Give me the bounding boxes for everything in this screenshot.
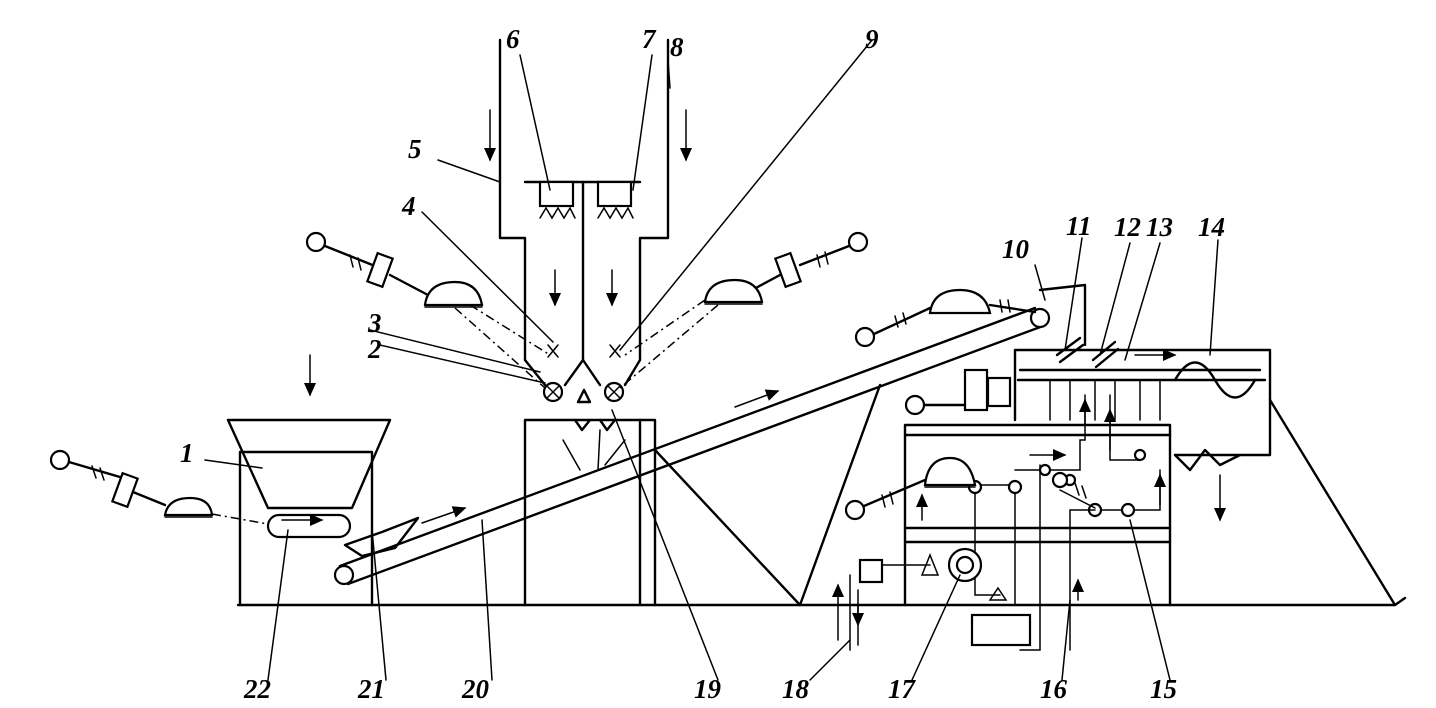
conveyor-drive bbox=[854, 288, 1037, 348]
discharge-chute bbox=[343, 516, 420, 558]
label-16: 16 bbox=[1040, 674, 1068, 704]
label-3: 3 bbox=[367, 308, 382, 338]
callout-labels: 1 2 3 4 5 6 7 8 9 10 11 12 13 14 15 16 1… bbox=[180, 24, 1225, 704]
right-nozzle-drive bbox=[619, 231, 869, 389]
label-8: 8 bbox=[670, 32, 684, 62]
label-20: 20 bbox=[461, 674, 490, 704]
hopper-feeder bbox=[266, 513, 352, 539]
label-10: 10 bbox=[1002, 234, 1030, 264]
feed-hopper bbox=[226, 354, 392, 607]
label-18: 18 bbox=[782, 674, 810, 704]
label-22: 22 bbox=[243, 674, 271, 704]
belt-support bbox=[798, 383, 882, 607]
label-9: 9 bbox=[865, 24, 879, 54]
pump-unit bbox=[844, 456, 977, 521]
label-19: 19 bbox=[694, 674, 722, 704]
twin-tower bbox=[484, 38, 692, 387]
mixer-stand bbox=[523, 418, 802, 607]
water-piping bbox=[916, 394, 1166, 651]
label-14: 14 bbox=[1198, 212, 1225, 242]
label-12: 12 bbox=[1114, 212, 1141, 242]
left-nozzle-drive bbox=[305, 231, 551, 389]
label-11: 11 bbox=[1066, 211, 1092, 241]
leader-lines bbox=[204, 39, 1219, 681]
inlet-valves bbox=[1055, 336, 1120, 369]
label-1: 1 bbox=[180, 438, 194, 468]
label-21: 21 bbox=[357, 674, 385, 704]
spray-nozzles bbox=[542, 344, 625, 404]
label-13: 13 bbox=[1146, 212, 1173, 242]
label-5: 5 bbox=[408, 134, 422, 164]
label-7: 7 bbox=[642, 24, 657, 54]
label-4: 4 bbox=[401, 191, 416, 221]
label-17: 17 bbox=[888, 674, 917, 704]
feeder-drive bbox=[49, 449, 269, 525]
pug-mill bbox=[1013, 283, 1397, 607]
inclined-conveyor bbox=[333, 306, 1051, 586]
label-15: 15 bbox=[1150, 674, 1177, 704]
ground-line bbox=[236, 596, 1407, 607]
pump-and-tank bbox=[832, 547, 1032, 651]
mixer-motor bbox=[904, 368, 1012, 416]
label-6: 6 bbox=[506, 24, 520, 54]
mixer-frame bbox=[903, 423, 1172, 607]
label-2: 2 bbox=[367, 334, 382, 364]
